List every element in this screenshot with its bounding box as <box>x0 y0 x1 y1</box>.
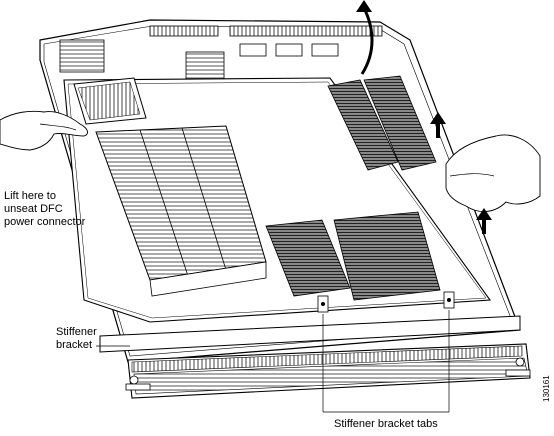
right-hand <box>445 134 541 212</box>
ejector-right <box>505 369 531 377</box>
heatsink-right-upper <box>327 75 437 171</box>
leader-lines <box>96 310 450 413</box>
left-hand <box>0 110 88 151</box>
small-heatsink-top-left <box>59 39 105 73</box>
callout-stiffener-line1: Stiffener <box>56 326 97 338</box>
ejector-left <box>125 383 151 391</box>
figure-number: 130161 <box>542 375 551 402</box>
lift-arrow-upper-icon <box>430 112 446 138</box>
callout-stiffener-bracket-tabs: Stiffener bracket tabs <box>334 418 438 430</box>
top-chips <box>239 43 339 57</box>
heatsink-center-lower <box>265 219 351 297</box>
lift-arrow-lower-icon <box>476 208 492 234</box>
callout-lift-line1: Lift here to <box>4 190 56 202</box>
dfc-power-module <box>73 77 147 125</box>
callout-stiffener-bracket: Stiffener bracket <box>56 326 97 352</box>
callout-stiffener-line2: bracket <box>56 339 93 351</box>
heatsink-right-lower <box>333 211 441 301</box>
large-heatsink-left <box>95 125 267 297</box>
callout-lift-line3: power connector <box>4 216 86 228</box>
lift-arrow-curved-icon <box>356 0 374 75</box>
top-connector-right <box>229 25 383 37</box>
top-connector-left <box>149 25 219 37</box>
callout-lift-here: Lift here to unseat DFC power connector <box>4 190 85 229</box>
callout-lift-line2: unseat DFC <box>4 203 63 215</box>
stiffener-bracket <box>99 291 521 353</box>
small-heatsink-top-center <box>185 51 225 81</box>
